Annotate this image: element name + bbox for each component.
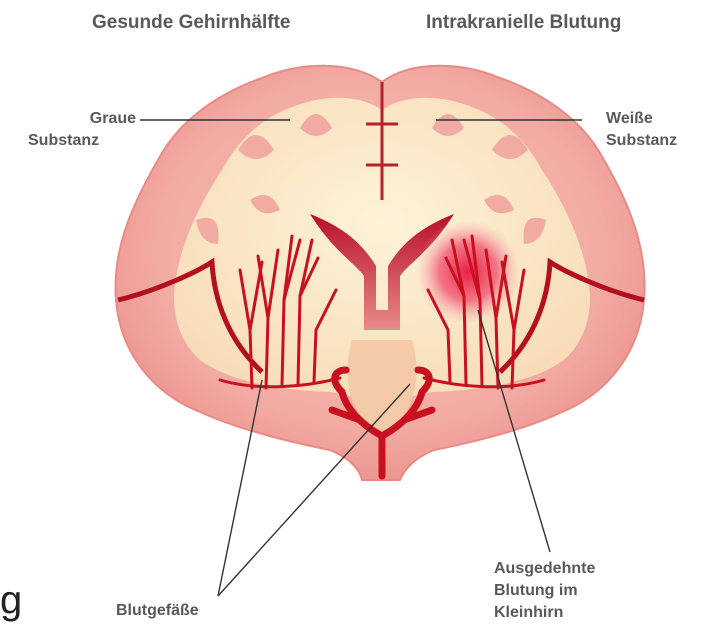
label-bleeding-line3: Kleinhirn	[494, 602, 563, 624]
label-grey-matter-line1: Graue	[56, 108, 136, 130]
stray-glyph: g	[0, 580, 22, 620]
label-white-matter-line1: Weiße	[606, 108, 653, 130]
label-white-matter-line2: Substanz	[606, 130, 677, 152]
title-intracranial-bleeding: Intrakranielle Blutung	[426, 12, 621, 34]
title-healthy-hemisphere: Gesunde Gehirnhälfte	[92, 12, 290, 34]
label-blood-vessels: Blutgefäße	[116, 600, 199, 622]
label-bleeding-line1: Ausgedehnte	[494, 558, 595, 580]
label-grey-matter-line2: Substanz	[28, 130, 136, 152]
label-bleeding-line2: Blutung im	[494, 580, 578, 602]
